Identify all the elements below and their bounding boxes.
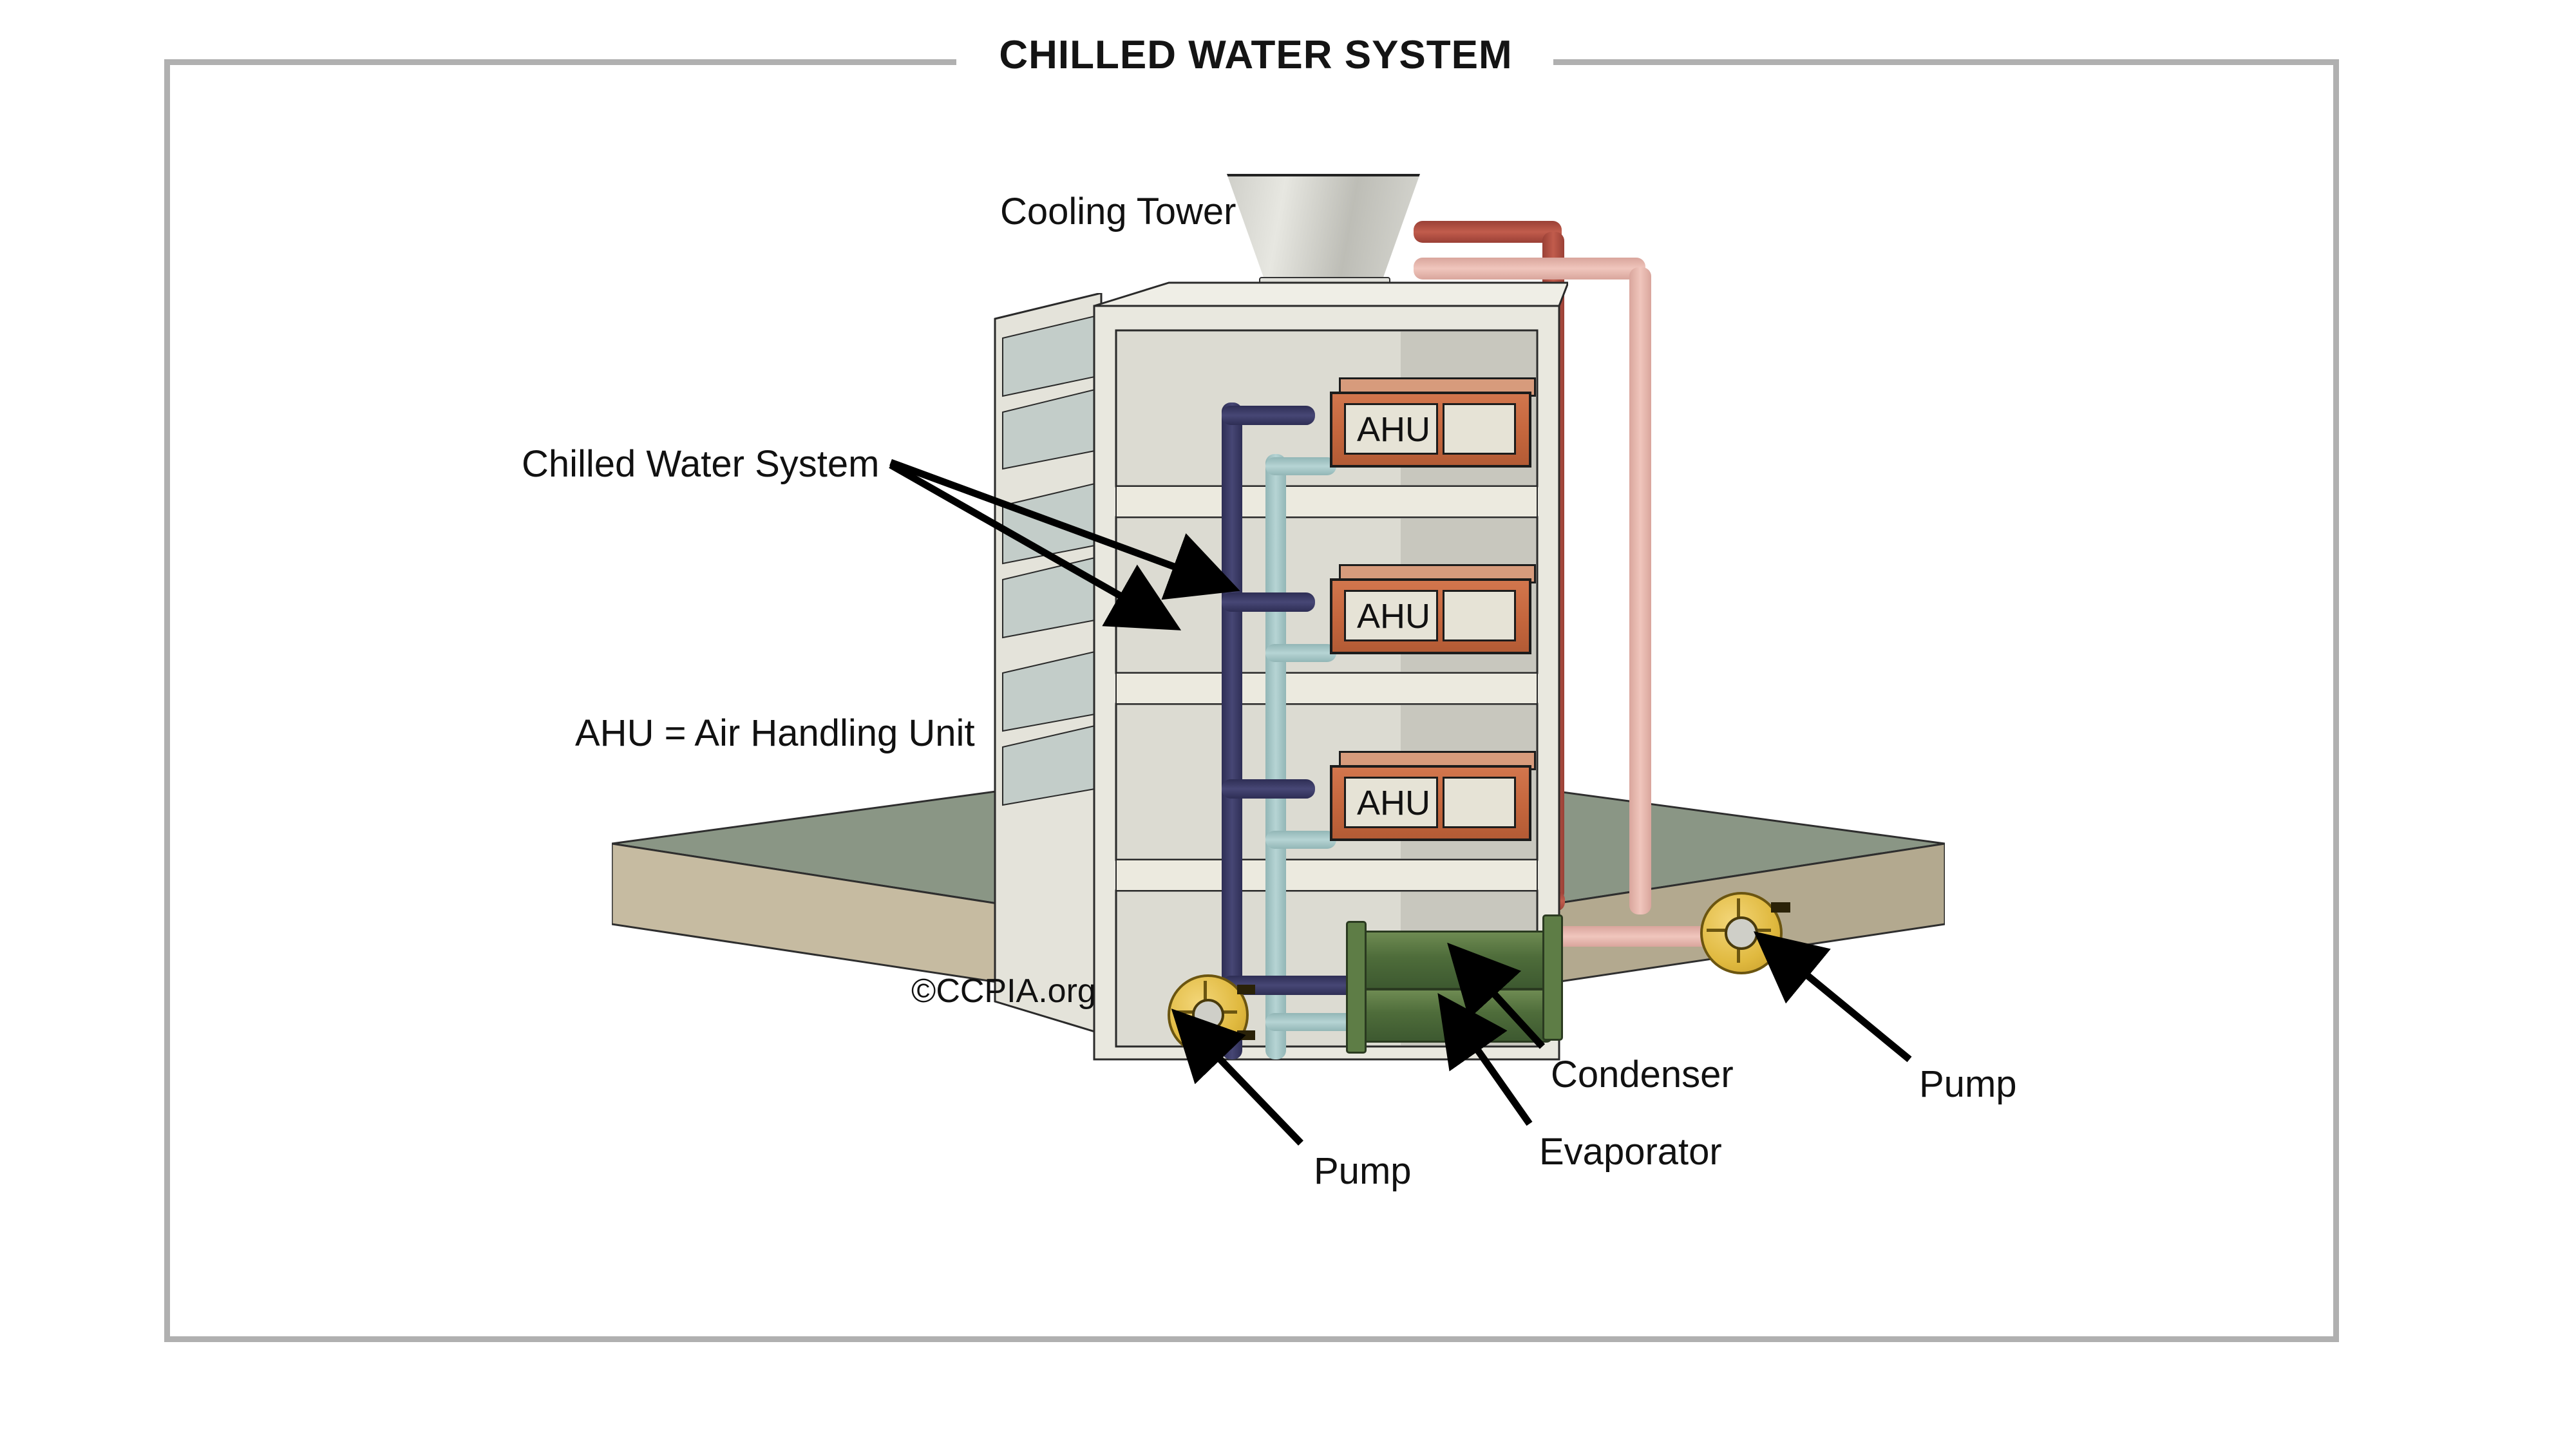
frame-right-edge <box>2333 59 2339 1342</box>
ahu-blank-panel-3 <box>1443 777 1516 828</box>
condenser-cool-pipe-riser <box>1629 267 1651 914</box>
frame-left-edge <box>164 59 170 1342</box>
condenser-cool-pipe-top-run <box>1414 258 1645 279</box>
pump-mount-foot-bottom-2 <box>1237 1030 1255 1040</box>
watermark-text: ©CCPIA.org <box>911 972 1096 1010</box>
ahu-return-branch-3 <box>1265 831 1336 849</box>
ahu-return-branch-1 <box>1265 457 1336 475</box>
ahu-text-1: AHU <box>1357 410 1431 449</box>
frame-top-right-segment <box>1553 59 2339 65</box>
frame-bottom-edge <box>164 1336 2339 1342</box>
chilled-water-supply-riser <box>1222 402 1242 1059</box>
pump-chilled-water-loop <box>1168 974 1255 1056</box>
chiller-condenser-shell <box>1356 931 1553 990</box>
chiller-evaporator-shell <box>1356 989 1553 1043</box>
label-evaporator: Evaporator <box>1539 1131 1722 1173</box>
ahu-label-panel-3 <box>1344 777 1438 828</box>
pump-mount-foot-bottom <box>1771 949 1790 959</box>
ahu-blank-panel-2 <box>1443 590 1516 641</box>
label-pump-left: Pump <box>1314 1150 1412 1192</box>
ahu-label-panel-2 <box>1344 590 1438 641</box>
label-ahu-legend: AHU = Air Handling Unit <box>575 712 975 754</box>
label-condenser: Condenser <box>1551 1054 1734 1095</box>
ahu-supply-branch-1 <box>1222 406 1315 425</box>
building-cutaway: AHU AHU AHU <box>994 281 1568 1063</box>
cooling-tower-shell <box>1227 174 1420 283</box>
ahu-unit-2: AHU <box>1330 564 1536 654</box>
pump-mount-foot-top-2 <box>1237 985 1255 994</box>
condenser-hot-pipe-top-run <box>1414 221 1562 243</box>
label-chilled-water-system: Chilled Water System <box>522 443 880 485</box>
frame-top-left-segment <box>164 59 956 65</box>
ahu-label-panel-1 <box>1344 403 1438 455</box>
pump-impeller-hub <box>1725 916 1758 950</box>
pump-impeller-hub-2 <box>1192 999 1224 1031</box>
ahu-supply-branch-2 <box>1222 592 1315 612</box>
ahu-return-branch-2 <box>1265 644 1336 662</box>
ahu-unit-3: AHU <box>1330 751 1536 841</box>
pump-condenser-loop <box>1700 892 1790 974</box>
chiller-tubesheet-right <box>1542 914 1563 1041</box>
pump-mount-foot-top <box>1771 902 1790 913</box>
label-pump-right: Pump <box>1919 1063 2017 1105</box>
chilled-water-return-riser <box>1265 454 1286 1059</box>
cooling-tower <box>1227 174 1420 305</box>
chiller-tubesheet-left <box>1346 921 1367 1054</box>
page-title: CHILLED WATER SYSTEM <box>999 33 1513 77</box>
ahu-supply-branch-3 <box>1222 779 1315 799</box>
ahu-unit-1: AHU <box>1330 377 1536 468</box>
ahu-text-3: AHU <box>1357 784 1431 822</box>
label-cooling-tower: Cooling Tower <box>1000 191 1236 232</box>
ahu-blank-panel-1 <box>1443 403 1516 455</box>
ahu-text-2: AHU <box>1357 597 1431 636</box>
